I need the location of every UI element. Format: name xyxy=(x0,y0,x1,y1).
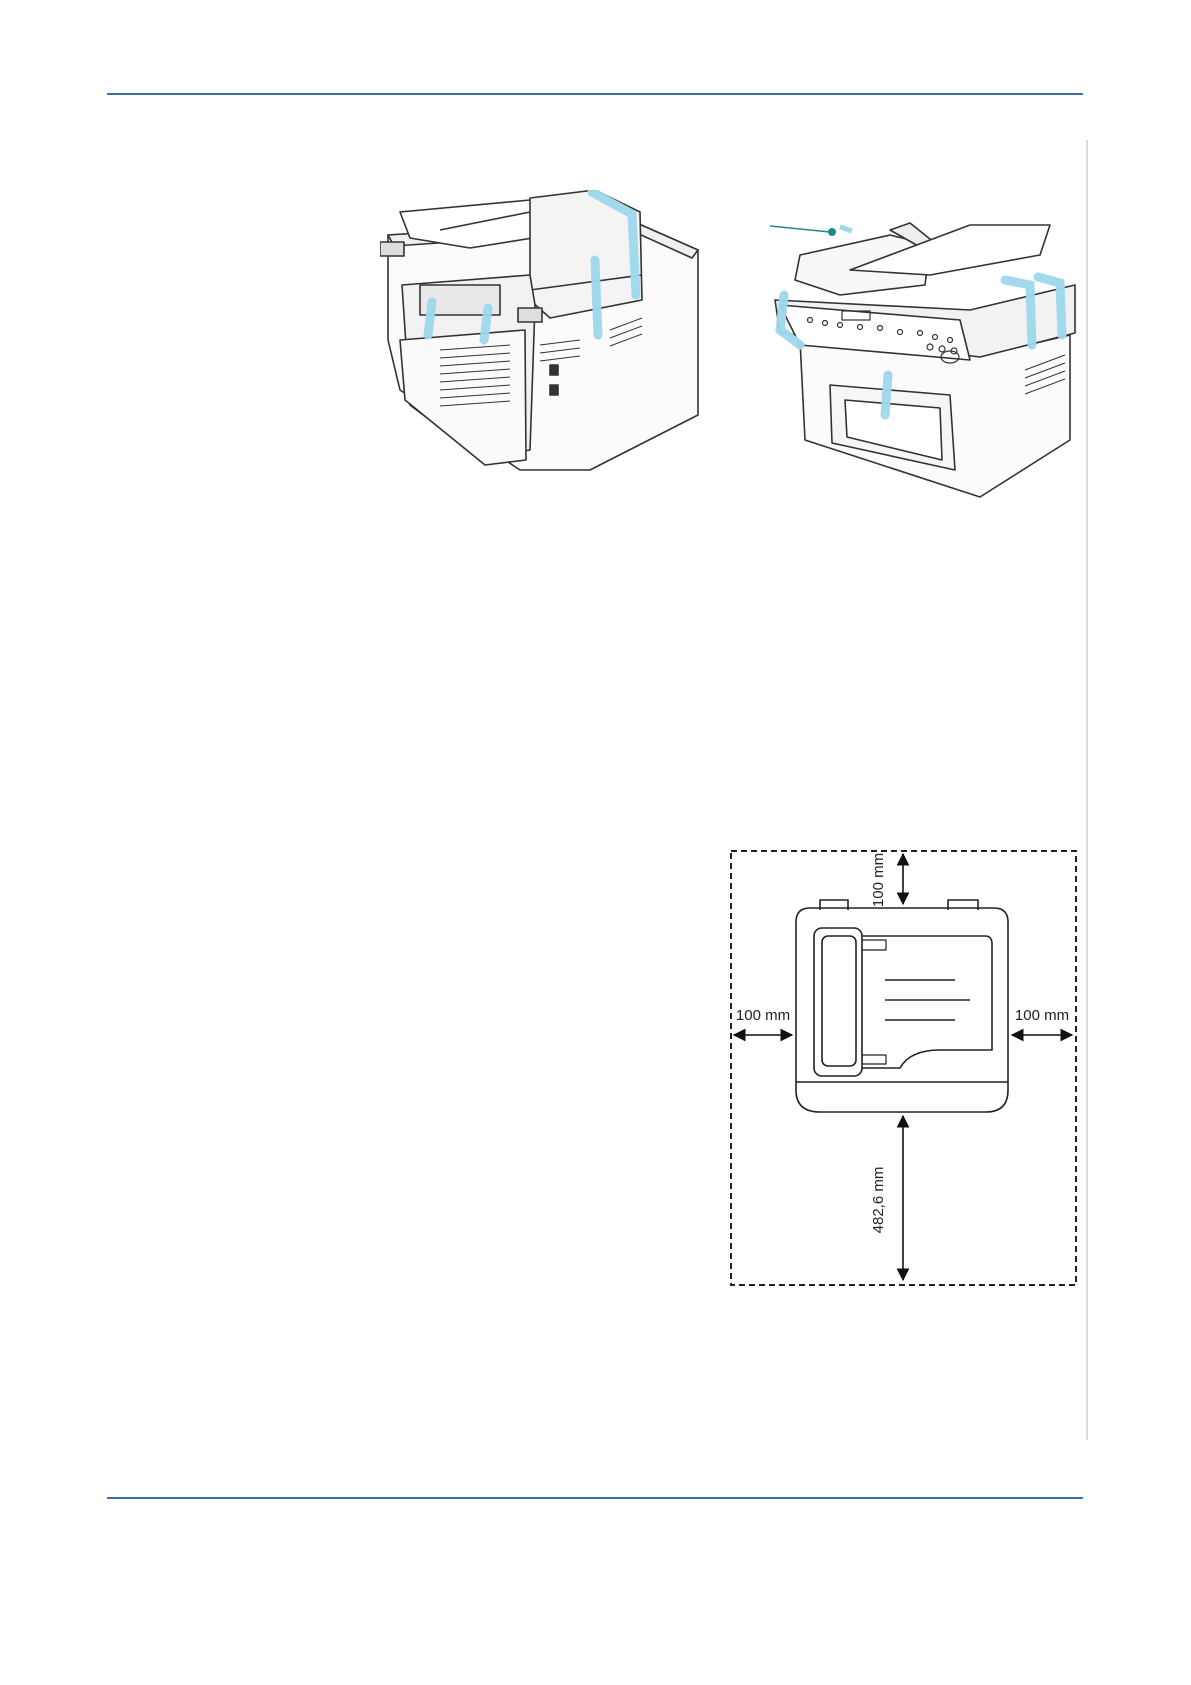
printer-front-view-illustration xyxy=(770,185,1090,505)
printer-rear-view-illustration xyxy=(380,190,700,475)
front-clearance-label: 482,6 mm xyxy=(870,1167,887,1234)
left-clearance-label: 100 mm xyxy=(736,1007,790,1024)
printer-top-view xyxy=(796,900,1008,1112)
top-clearance-label: 100 mm xyxy=(870,853,887,907)
right-clearance-label: 100 mm xyxy=(1015,1007,1069,1024)
footer-rule xyxy=(107,1497,1083,1499)
clearance-diagram: 100 mm 100 mm 100 mm 482,6 mm xyxy=(730,850,1080,1290)
header-rule xyxy=(107,93,1083,95)
